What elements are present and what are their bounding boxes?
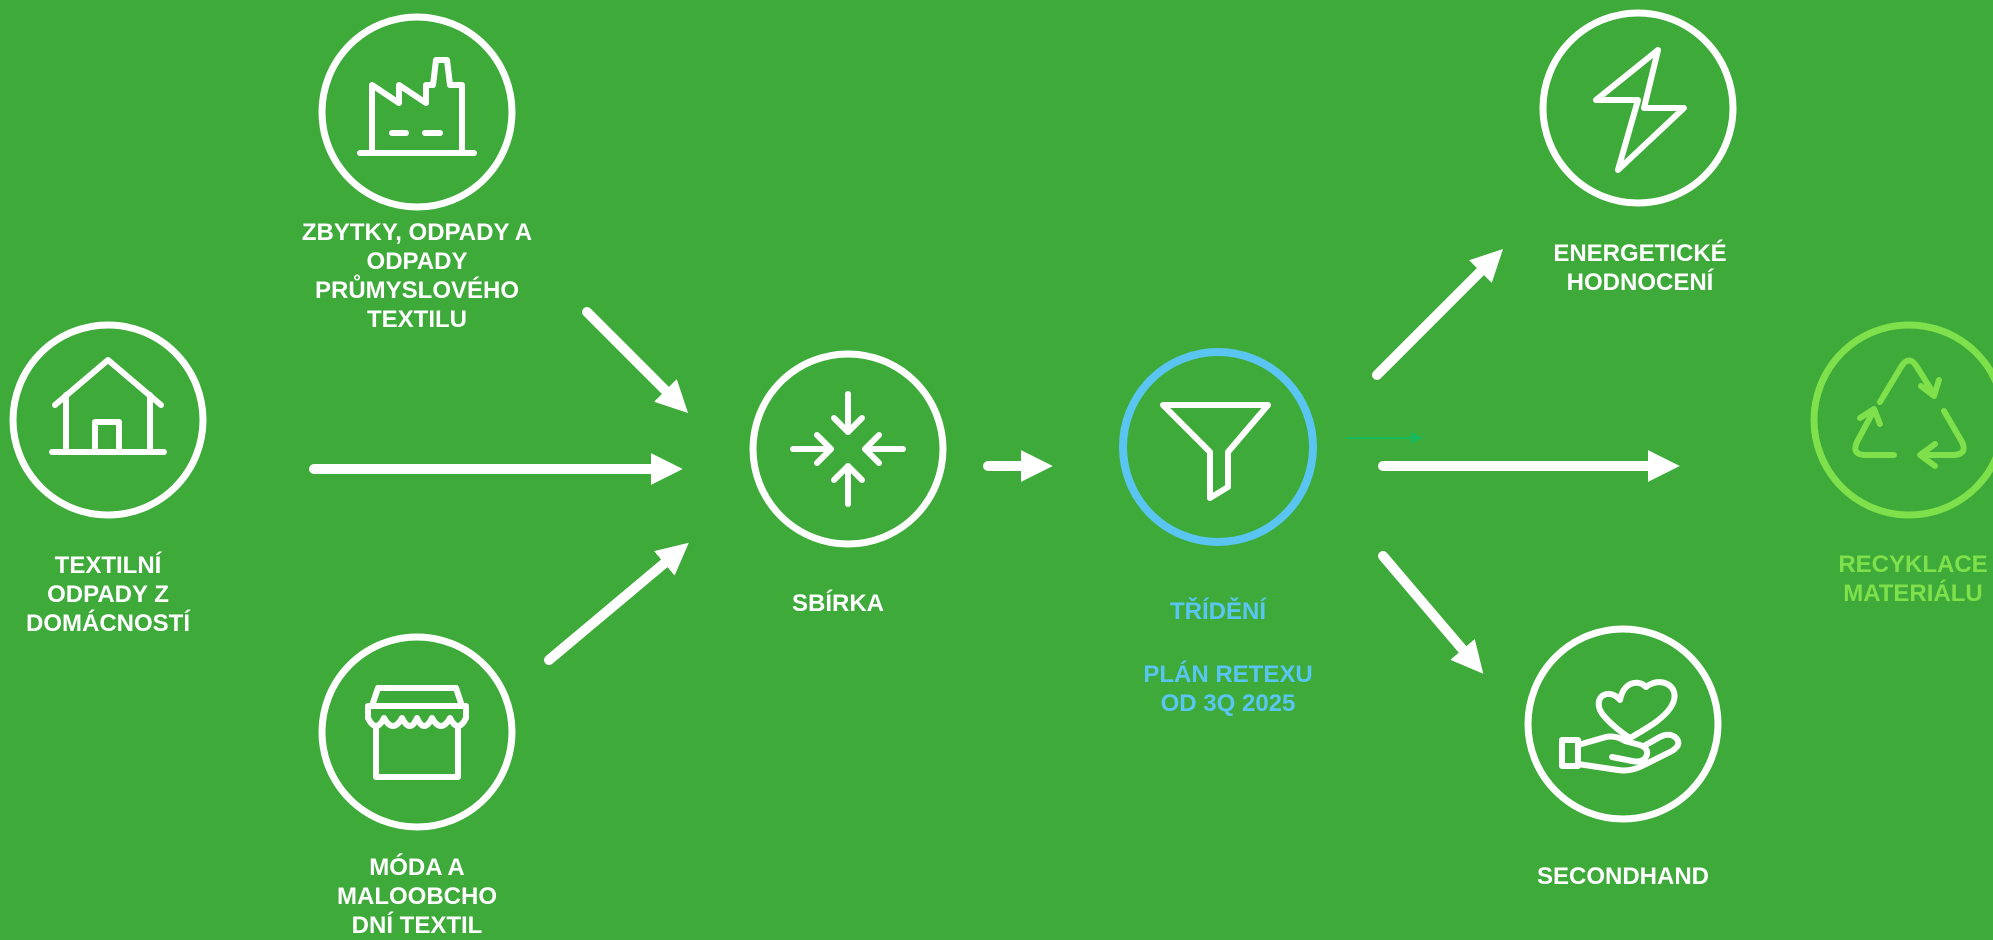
- collapse-arrows-icon: [790, 391, 906, 507]
- household-label-line: TEXTILNÍ: [54, 552, 162, 579]
- factory-icon: [357, 57, 477, 156]
- collection-circle: [749, 350, 947, 548]
- secondhand-circle: [1524, 625, 1722, 823]
- arrow-sorting-to-secondhand: [1378, 551, 1484, 674]
- secondhand-label-line: SECONDHAND: [1536, 863, 1709, 890]
- recycling-label-line: MATERIÁLU: [1843, 580, 1983, 607]
- recycling-label-line: RECYKLACE: [1838, 551, 1988, 578]
- retail-label-line: DNÍ TEXTIL: [351, 912, 483, 939]
- sorting-note-line: OD 3Q 2025: [1160, 690, 1296, 717]
- funnel-icon: [1160, 402, 1271, 501]
- energy-label-line: HODNOCENÍ: [1566, 269, 1714, 296]
- arrows: [309, 248, 1680, 674]
- energy-label-line: ENERGETICKÉ: [1553, 240, 1727, 267]
- arrow-retail-to-collection: [544, 542, 689, 665]
- energy-circle: [1539, 9, 1737, 207]
- lightning-icon: [1593, 47, 1687, 173]
- sorting-note-line: PLÁN RETEXU: [1143, 661, 1313, 688]
- industrial-label-line: TEXTILU: [367, 306, 467, 333]
- secondhand-label: SECONDHAND: [1503, 862, 1743, 891]
- household-label: TEXTILNÍ ODPADY Z DOMÁCNOSTÍ: [8, 551, 208, 638]
- house-icon: [49, 357, 167, 455]
- household-label-line: ODPADY Z: [47, 581, 169, 608]
- retail-label-line: MÓDA A: [369, 854, 465, 881]
- industrial-label-line: PRŮMYSLOVÉHO: [314, 277, 520, 304]
- household-circle: [9, 321, 207, 519]
- sorting-label: TŘÍDĚNÍ: [1118, 597, 1318, 626]
- recycling-circle: [1810, 321, 1993, 519]
- collection-label: SBÍRKA: [738, 589, 938, 618]
- retail-label-line: MALOOBCHO: [337, 883, 497, 910]
- arrow-sorting-to-energy: [1372, 248, 1504, 380]
- energy-label: ENERGETICKÉ HODNOCENÍ: [1520, 239, 1760, 297]
- collection-label-line: SBÍRKA: [791, 590, 884, 617]
- industrial-label-line: ZBYTKY, ODPADY A: [301, 219, 533, 246]
- household-label-line: DOMÁCNOSTÍ: [26, 610, 190, 637]
- heart-hand-icon: [1559, 679, 1682, 774]
- industrial-label: ZBYTKY, ODPADY A ODPADY PRŮMYSLOVÉHO TEX…: [272, 218, 562, 334]
- arrow-industrial-to-collection: [582, 307, 689, 414]
- sorting-label-line: TŘÍDĚNÍ: [1170, 598, 1266, 625]
- sorting-note: PLÁN RETEXU OD 3Q 2025: [1108, 660, 1348, 718]
- sorting-circle: [1119, 348, 1317, 546]
- recycling-label: RECYKLACE MATERIÁLU: [1813, 550, 1993, 608]
- store-icon: [365, 685, 469, 780]
- industrial-label-line: ODPADY: [366, 248, 468, 275]
- industrial-circle: [318, 13, 516, 211]
- retail-label: MÓDA A MALOOBCHO DNÍ TEXTIL: [307, 853, 527, 940]
- recycle-icon: [1852, 357, 1967, 469]
- retail-circle: [318, 633, 516, 831]
